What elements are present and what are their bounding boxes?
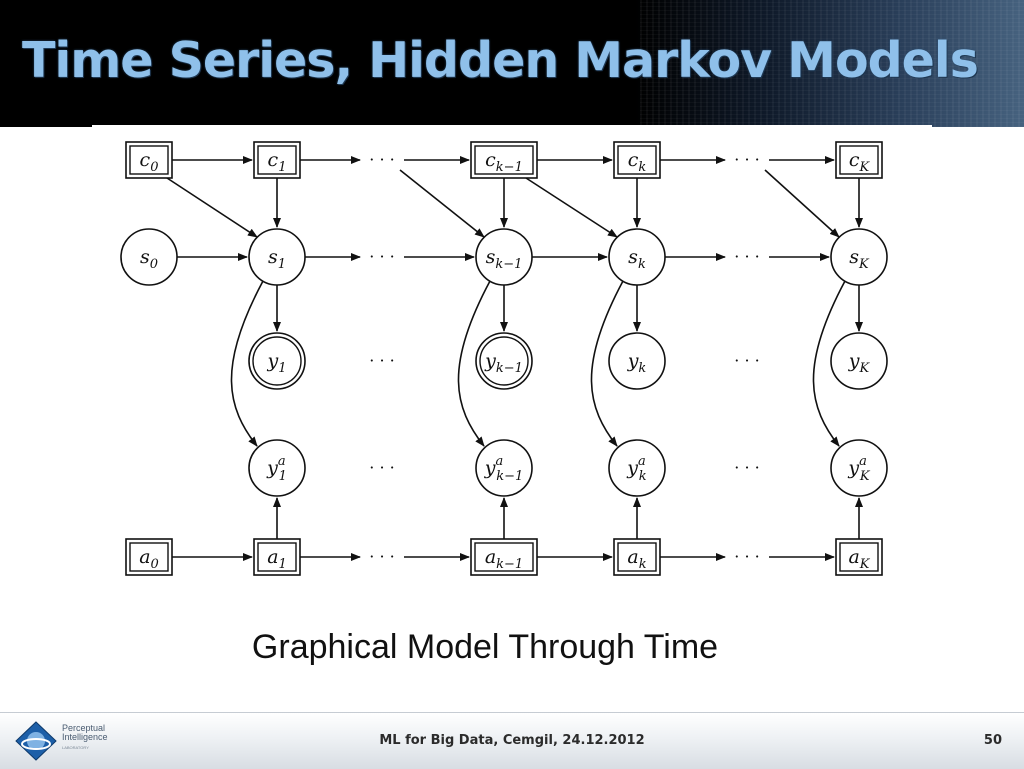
node-c-k-1-inner xyxy=(474,145,534,175)
edge-cdots-skm1 xyxy=(399,169,485,238)
logo-text: Perceptual Intelligence LABORATORY xyxy=(62,724,122,751)
node-c-K-label: cK xyxy=(849,149,871,175)
ellipsis-a-1: · · · xyxy=(734,547,759,566)
edge-s-ya-1 xyxy=(230,280,264,447)
node-y-K xyxy=(830,332,888,390)
diagram-caption: Graphical Model Through Time xyxy=(251,628,719,666)
node-c-k-label: ck xyxy=(628,149,647,175)
ellipsis-s-1: · · · xyxy=(734,247,759,266)
node-a-K-label: aK xyxy=(848,546,870,572)
edge-s-ya-k xyxy=(590,280,624,447)
node-s-0-label: s0 xyxy=(140,246,158,272)
node-c-k-1-outer xyxy=(470,141,538,179)
edge-cdots-sK xyxy=(764,169,840,238)
node-c-k-inner xyxy=(617,145,657,175)
node-s-k-1 xyxy=(475,228,533,286)
edge-s-ya-k-1 xyxy=(457,280,491,447)
node-a-k-label: ak xyxy=(627,546,646,572)
node-c-K-inner xyxy=(839,145,879,175)
ellipsis-y-1: · · · xyxy=(734,351,759,370)
node-c-0-outer xyxy=(125,141,173,179)
node-y-k-1-inner xyxy=(479,336,529,386)
node-s-k-label: sk xyxy=(628,246,646,272)
node-s-K-label: sK xyxy=(849,246,870,272)
node-ya-k xyxy=(608,439,666,497)
node-a-1-label: a1 xyxy=(267,546,287,572)
node-a-1-outer xyxy=(253,538,301,576)
node-a-K-outer xyxy=(835,538,883,576)
node-c-1-outer xyxy=(253,141,301,179)
node-a-1-inner xyxy=(257,542,297,572)
node-s-1 xyxy=(248,228,306,286)
node-y-1-label: y1 xyxy=(266,350,286,376)
node-y-1-inner xyxy=(252,336,302,386)
node-y-K-label: yK xyxy=(848,350,871,376)
slide-footer: Perceptual Intelligence LABORATORY ML fo… xyxy=(0,712,1024,769)
node-a-K-inner xyxy=(839,542,879,572)
perceptual-intelligence-logo-icon xyxy=(15,721,57,761)
node-y-k xyxy=(608,332,666,390)
node-a-k-1-label: ak−1 xyxy=(485,546,523,572)
footer-text: ML for Big Data, Cemgil, 24.12.2012 xyxy=(379,733,645,748)
ellipsis-c-0: · · · xyxy=(369,150,394,169)
node-a-0-outer xyxy=(125,538,173,576)
node-a-k-outer xyxy=(613,538,661,576)
edge-c0-s1 xyxy=(166,177,258,238)
edge-s-ya-K xyxy=(812,280,846,447)
ellipsis-c-1: · · · xyxy=(734,150,759,169)
node-ya-K xyxy=(830,439,888,497)
slide-title: Time Series, Hidden Markov Models xyxy=(22,32,979,89)
node-s-0 xyxy=(120,228,178,286)
node-y-k-label: yk xyxy=(627,350,647,376)
node-y-k-1-label: yk−1 xyxy=(484,350,523,376)
node-c-0-label: c0 xyxy=(140,149,159,175)
node-y-1 xyxy=(248,332,306,390)
node-a-0-inner xyxy=(129,542,169,572)
ellipsis-ya-1: · · · xyxy=(734,458,759,477)
node-y-k-1 xyxy=(475,332,533,390)
node-c-1-label: c1 xyxy=(268,149,287,175)
ellipsis-s-0: · · · xyxy=(369,247,394,266)
node-s-k-1-label: sk−1 xyxy=(486,246,523,272)
ellipsis-y-0: · · · xyxy=(369,351,394,370)
node-a-k-1-inner xyxy=(474,542,534,572)
node-ya-1 xyxy=(248,439,306,497)
node-c-k-1-label: ck−1 xyxy=(485,149,523,175)
title-bar: Time Series, Hidden Markov Models xyxy=(0,0,1024,127)
node-a-k-1-outer xyxy=(470,538,538,576)
node-a-k-inner xyxy=(617,542,657,572)
node-c-0-inner xyxy=(129,145,169,175)
page-number: 50 xyxy=(983,733,1002,748)
node-c-k-outer xyxy=(613,141,661,179)
node-a-0-label: a0 xyxy=(139,546,159,572)
node-c-1-inner xyxy=(257,145,297,175)
logo-name: Perceptual Intelligence xyxy=(62,723,108,742)
ellipsis-ya-0: · · · xyxy=(369,458,394,477)
node-ya-k-1 xyxy=(475,439,533,497)
node-s-1-label: s1 xyxy=(268,246,286,272)
node-s-k xyxy=(608,228,666,286)
edge-ckm1-sk xyxy=(525,177,618,238)
logo-subtext: LABORATORY xyxy=(62,745,89,750)
node-s-K xyxy=(830,228,888,286)
node-c-K-outer xyxy=(835,141,883,179)
ellipsis-a-0: · · · xyxy=(369,547,394,566)
